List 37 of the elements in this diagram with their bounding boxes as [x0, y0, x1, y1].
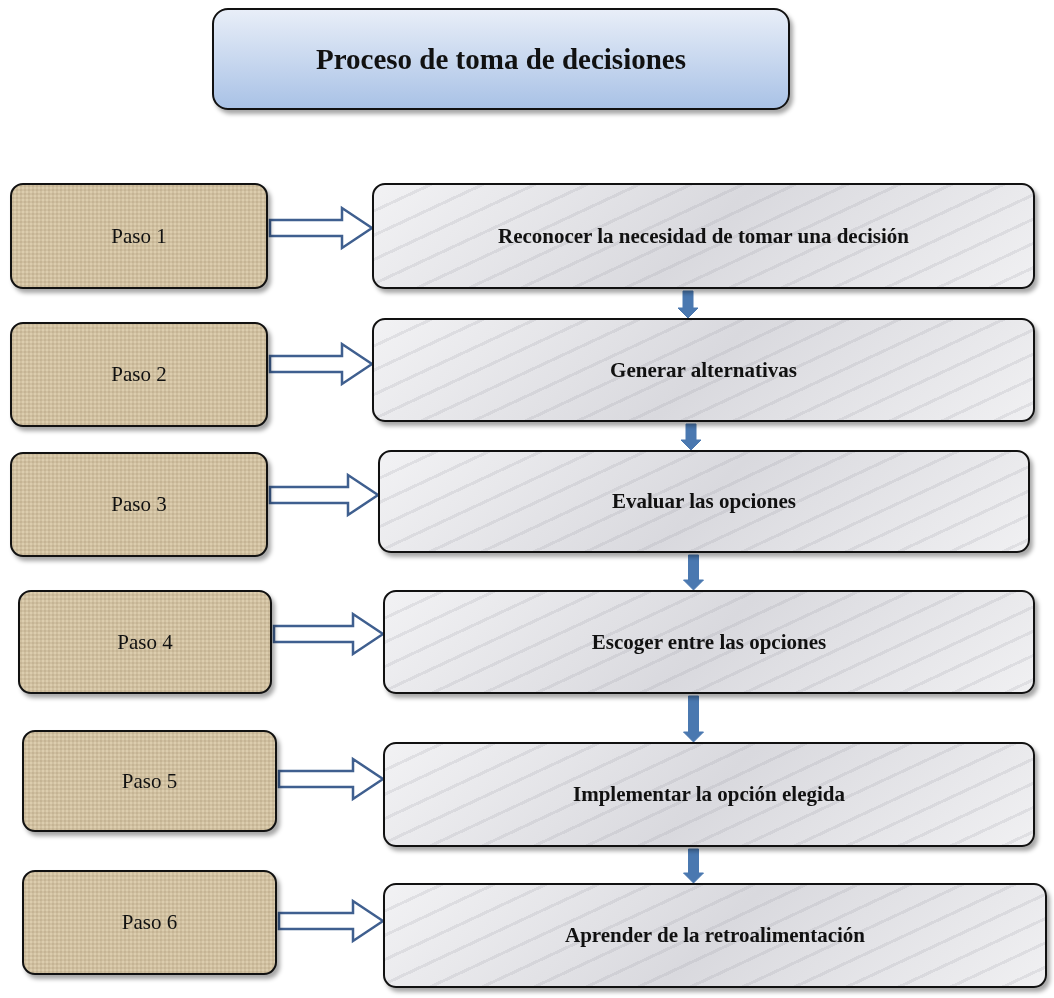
process-text: Evaluar las opciones [612, 489, 796, 514]
banner-label: Proceso de toma de decisiones [316, 42, 686, 76]
step-label: Paso 6 [121, 910, 178, 935]
process-text: Generar alternativas [610, 357, 797, 383]
step-label-box [10, 322, 268, 427]
process-box [372, 318, 1035, 422]
step-label-box [22, 730, 277, 832]
process-text: Aprender de la retroalimentación [565, 923, 865, 948]
step-label-box [22, 870, 277, 975]
step-label: Paso 2 [111, 362, 167, 387]
block-arrow [272, 611, 386, 657]
step-label: Paso 1 [111, 223, 167, 249]
title-banner [212, 8, 790, 110]
down-arrow [677, 290, 699, 319]
process-box [383, 883, 1047, 988]
down-arrow [680, 423, 702, 451]
down-arrow [683, 695, 704, 743]
block-arrow [268, 205, 375, 251]
process-box [383, 742, 1035, 847]
process-text: Reconocer la necesidad de tomar una decisión [497, 223, 909, 249]
step-label-box [10, 183, 268, 289]
block-arrow [268, 341, 375, 387]
step-label: Paso 5 [121, 768, 178, 794]
process-text: Escoger entre las opciones [591, 629, 827, 655]
block-arrow [277, 756, 386, 802]
step-label-box [18, 590, 272, 694]
step-label: Paso 4 [117, 629, 173, 655]
down-arrow [683, 848, 704, 884]
step-label-box [10, 452, 268, 557]
process-box [372, 183, 1035, 289]
step-label: Paso 3 [111, 492, 167, 517]
process-text: Implementar la opción elegida [573, 782, 845, 807]
process-box [383, 590, 1035, 694]
block-arrow [268, 472, 381, 518]
block-arrow [277, 898, 386, 944]
process-box [378, 450, 1030, 553]
down-arrow [683, 554, 704, 591]
